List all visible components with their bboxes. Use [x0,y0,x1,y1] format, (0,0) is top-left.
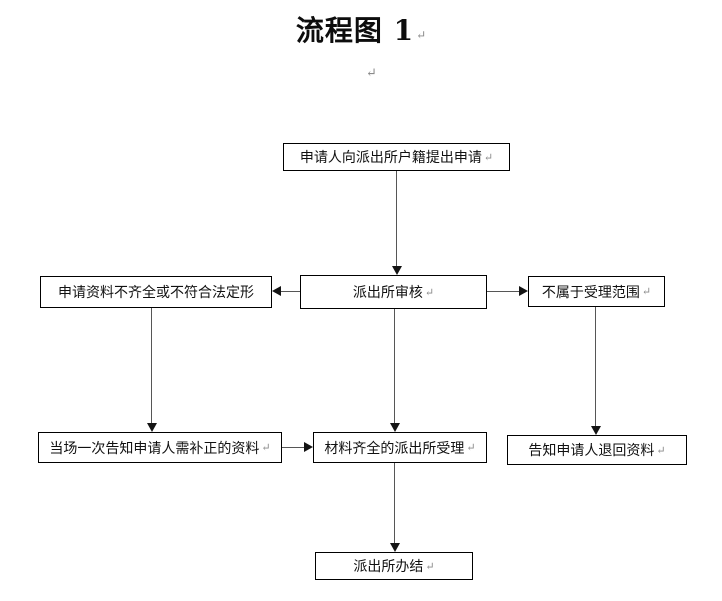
paragraph-mark: ↵ [466,441,476,454]
flow-box-apply: 申请人向派出所户籍提出申请↵ [283,143,510,171]
paragraph-mark: ↵ [483,150,494,164]
connector-review-to-accept [394,309,395,424]
flow-box-inform-correction-label: 当场一次告知申请人需补正的资料 [49,440,260,457]
arrowhead-right-icon [304,442,313,452]
flow-box-out-of-scope-label: 不属于受理范围 [541,284,640,301]
flow-box-complete-label: 派出所办结 [353,559,424,575]
flow-box-accept-label: 材料齐全的派出所受理 [324,440,465,457]
arrowhead-left-icon [272,286,281,296]
paragraph-mark: ↵ [366,66,377,81]
flow-box-incomplete-label: 申请资料不齐全或不符合法定形 [58,285,254,301]
flow-box-accept: 材料齐全的派出所受理↵ [313,432,487,463]
flow-box-inform-correction: 当场一次告知申请人需补正的资料↵ [38,432,282,463]
arrowhead-down-icon [392,266,402,275]
flow-box-apply-label: 申请人向派出所户籍提出申请 [299,150,482,166]
connector-apply-to-review [396,171,397,267]
connector-review-to-incomplete [280,291,300,292]
flow-box-return-materials-label: 告知申请人退回资料 [528,443,655,459]
arrowhead-right-icon [519,286,528,296]
paragraph-mark: ↵ [424,285,435,299]
arrowhead-down-icon [147,423,157,432]
paragraph-mark: ↵ [641,285,652,298]
connector-out-of-scope-to-return-materials [595,307,596,426]
arrowhead-down-icon [390,423,400,432]
flow-box-complete: 派出所办结↵ [315,552,473,580]
page-title: 流程图 1↵ [0,9,722,49]
connector-accept-to-complete [394,463,395,544]
flow-box-return-materials: 告知申请人退回资料↵ [507,435,687,465]
paragraph-mark: ↵ [656,443,666,457]
connector-inform-correction-to-accept [282,447,305,448]
flow-box-incomplete: 申请资料不齐全或不符合法定形 [40,276,272,308]
flow-box-out-of-scope: 不属于受理范围↵ [528,276,665,307]
paragraph-mark: ↵ [261,441,271,454]
arrowhead-down-icon [591,426,601,435]
connector-incomplete-to-inform-correction [151,308,152,424]
paragraph-mark: ↵ [425,559,435,573]
flow-box-review-label: 派出所审核 [352,285,423,301]
page-title-text: 流程图 1 [295,14,415,47]
arrowhead-down-icon [390,543,400,552]
connector-review-to-out-of-scope [487,291,520,292]
flow-box-review: 派出所审核↵ [300,275,487,309]
paragraph-mark: ↵ [416,28,427,42]
